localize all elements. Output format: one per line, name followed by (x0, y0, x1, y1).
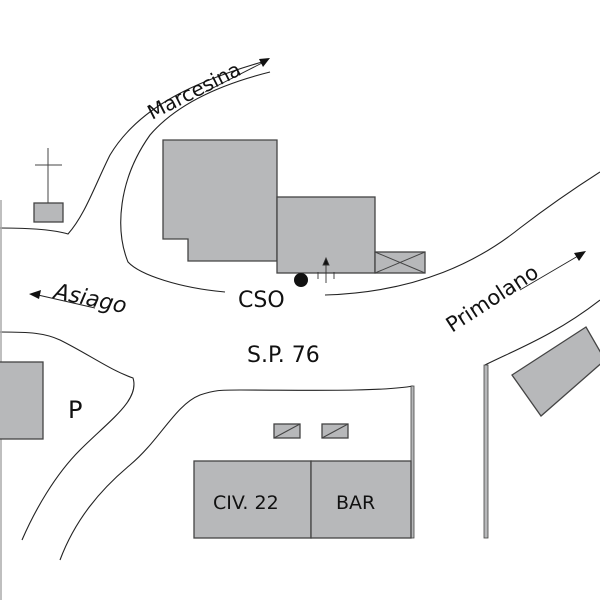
road-edge-parking (0, 331, 135, 541)
chapel-building (33, 202, 64, 223)
cso-location-marker-icon (294, 273, 308, 287)
label-bar: BAR (336, 492, 375, 514)
small-structure-1 (273, 423, 301, 439)
label-asiago: Asiago (50, 279, 129, 319)
label-civ-22: CIV. 22 (213, 492, 279, 514)
road-edge-primolano-upper (324, 171, 600, 296)
building-main-west (162, 139, 278, 262)
road-edge-marcesina-inner (120, 71, 271, 293)
arrow-primolano-icon (519, 251, 586, 291)
label-cso: CSO (238, 288, 285, 313)
building-annex-crossed (374, 251, 426, 274)
arrow-marcesina-icon (204, 58, 270, 93)
label-primolano: Primolano (442, 260, 543, 337)
arrow-asiago-icon (29, 290, 96, 309)
entrance-arrow-icon (317, 256, 335, 283)
wall-primolano (483, 364, 489, 539)
building-bar (310, 460, 412, 539)
label-road-sp76: S.P. 76 (247, 343, 320, 368)
label-parking: P (68, 396, 82, 424)
road-edge-south (59, 385, 414, 561)
label-marcesina: Marcesina (143, 57, 244, 124)
parking-building (0, 361, 44, 440)
small-structure-2 (321, 423, 349, 439)
road-edge-marcesina-outer (0, 61, 263, 235)
building-east (511, 326, 600, 417)
road-edge-primolano-lower (484, 299, 600, 366)
